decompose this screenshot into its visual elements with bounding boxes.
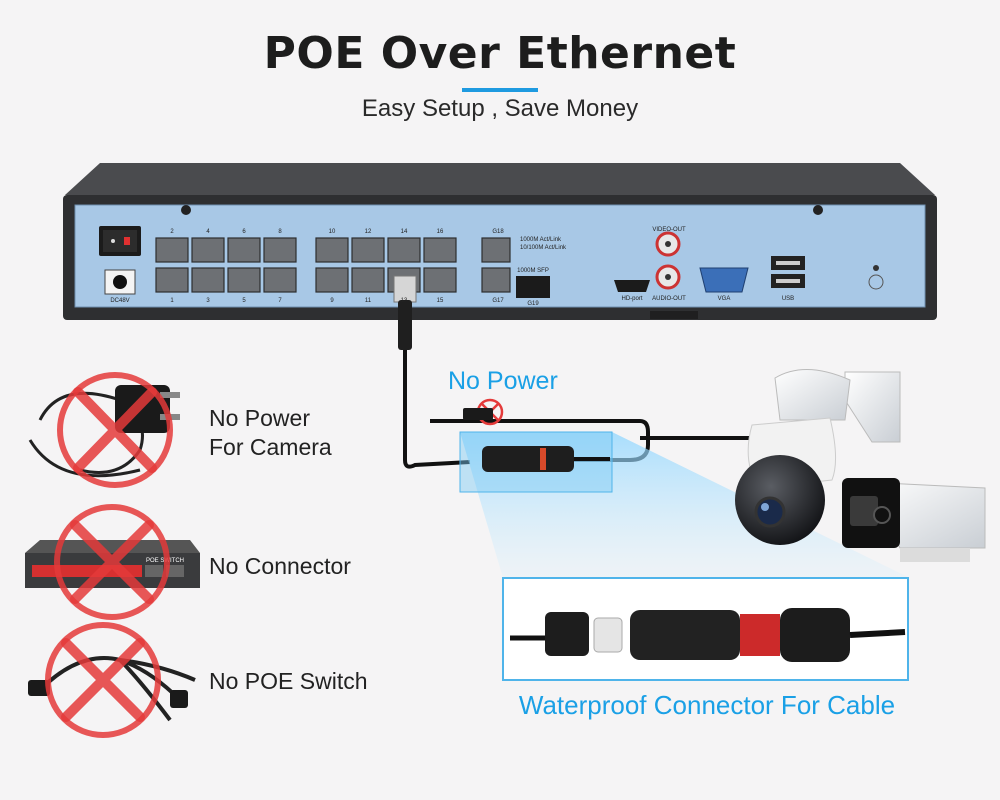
port-number-top: 6 <box>242 229 246 235</box>
feature-no-poe-switch: No POE Switch <box>209 667 368 696</box>
feature-no-connector: No Connector <box>209 552 351 581</box>
port-number-top: 2 <box>170 229 174 235</box>
poe-switch-icon: POE SWITCH <box>25 504 200 620</box>
feature-no-power-text: No Power For Camera <box>209 405 332 460</box>
rj45-port <box>191 237 225 263</box>
rj45-port <box>423 267 457 293</box>
rj45-port <box>227 237 261 263</box>
rj45-port <box>315 267 349 293</box>
rj45-port <box>155 237 189 263</box>
rj45-port <box>423 237 457 263</box>
video-out-label: VIDEO-OUT <box>652 227 686 233</box>
waterproof-connector-label: Waterproof Connector For Cable <box>518 690 896 720</box>
rj45-port <box>481 237 511 263</box>
ptz-camera <box>735 369 901 545</box>
page-subtitle: Easy Setup , Save Money <box>361 95 639 122</box>
port-number-top: 16 <box>437 229 444 235</box>
port-number-top: 14 <box>401 229 408 235</box>
nvr-device <box>63 163 937 320</box>
rj45-port <box>263 267 297 293</box>
title-underline <box>462 88 538 92</box>
port-number-bottom: 1 <box>170 298 174 304</box>
led-legend-1: 1000M Act/Link <box>520 237 562 243</box>
bullet-camera <box>842 478 986 562</box>
rj45-port <box>351 237 385 263</box>
feature-no-power: No Power For Camera <box>209 404 332 462</box>
audio-out-label: AUDIO-OUT <box>652 296 686 302</box>
port-number-bottom: 3 <box>206 298 210 304</box>
feature-no-poe-switch-text: No POE Switch <box>209 668 368 694</box>
sfp-port-label: G19 <box>527 301 539 307</box>
rj45-port <box>387 237 421 263</box>
rj45-port <box>315 237 349 263</box>
vga-label: VGA <box>718 296 731 302</box>
usb-label: USB <box>782 296 794 302</box>
ethernet-cable <box>393 275 471 469</box>
rj45-port <box>263 237 297 263</box>
led-legend-2: 10/100M Act/Link <box>520 245 567 251</box>
port-number-top: 8 <box>278 229 282 235</box>
port-number-bottom: 5 <box>242 298 246 304</box>
port-number-top: 10 <box>329 229 336 235</box>
port-number-bottom: 13 <box>401 298 408 304</box>
port-number-bottom: 7 <box>278 298 282 304</box>
splitter-cable-icon <box>28 622 196 738</box>
no-power-label: No Power <box>448 367 558 395</box>
port-number-top: 4 <box>206 229 210 235</box>
rj45-port <box>191 267 225 293</box>
rj45-port <box>227 267 261 293</box>
page-title: POE Over Ethernet <box>263 28 737 79</box>
rj45-port <box>481 267 511 293</box>
rj45-port <box>155 267 189 293</box>
sfp-label: 1000M SFP <box>517 268 549 274</box>
port-number-bottom: G17 <box>492 298 504 304</box>
port-number-top: G18 <box>492 229 504 235</box>
hdmi-label: HD-port <box>621 296 642 302</box>
port-number-bottom: 11 <box>365 298 372 304</box>
port-number-bottom: 9 <box>330 298 334 304</box>
feature-no-connector-text: No Connector <box>209 553 351 579</box>
power-adapter-icon <box>28 372 180 488</box>
port-number-bottom: 15 <box>437 298 444 304</box>
power-label: DC48V <box>110 298 129 304</box>
port-number-top: 12 <box>365 229 372 235</box>
rj45-port <box>351 267 385 293</box>
